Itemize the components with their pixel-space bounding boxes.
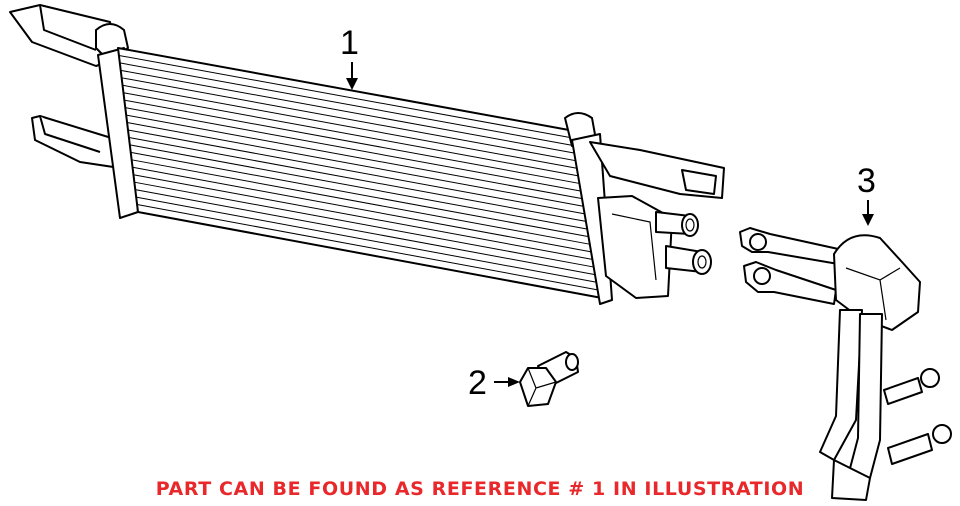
cooler-fin <box>121 77 585 163</box>
cooler-fin <box>130 151 595 239</box>
bolt <box>519 351 579 407</box>
cooler-fins <box>118 54 602 291</box>
cooler-fin <box>127 129 592 216</box>
callout-2-arrow <box>494 377 520 387</box>
callout-3-label: 3 <box>857 162 876 200</box>
cooler-fin <box>134 181 599 269</box>
cooler-fin <box>122 84 586 171</box>
cooler-fin <box>127 122 591 208</box>
cooler-fin <box>125 107 589 193</box>
callout-1-arrow <box>346 62 358 90</box>
cooler-fin <box>124 99 588 186</box>
oil-cooler <box>9 4 725 305</box>
callout-1-label: 1 <box>340 24 359 62</box>
cooler-fin <box>131 159 596 246</box>
cooler-fin <box>136 204 602 291</box>
cooler-fin <box>135 189 600 276</box>
cooler-fin <box>132 166 597 254</box>
cooler-fin <box>136 196 601 284</box>
cooler-fin <box>120 69 584 156</box>
cooler-fin <box>133 174 598 261</box>
cooler-fin <box>118 54 582 141</box>
cooler-fin <box>129 144 594 231</box>
callout-3-arrow <box>862 200 874 226</box>
cooler-fin <box>128 136 593 224</box>
cooler-fin <box>126 114 590 201</box>
callout-2-label: 2 <box>468 364 487 402</box>
cooler-fin <box>119 62 583 148</box>
cooler-fin <box>123 92 587 178</box>
reference-note: PART CAN BE FOUND AS REFERENCE # 1 IN IL… <box>155 478 805 500</box>
cooler-lines <box>739 227 952 501</box>
